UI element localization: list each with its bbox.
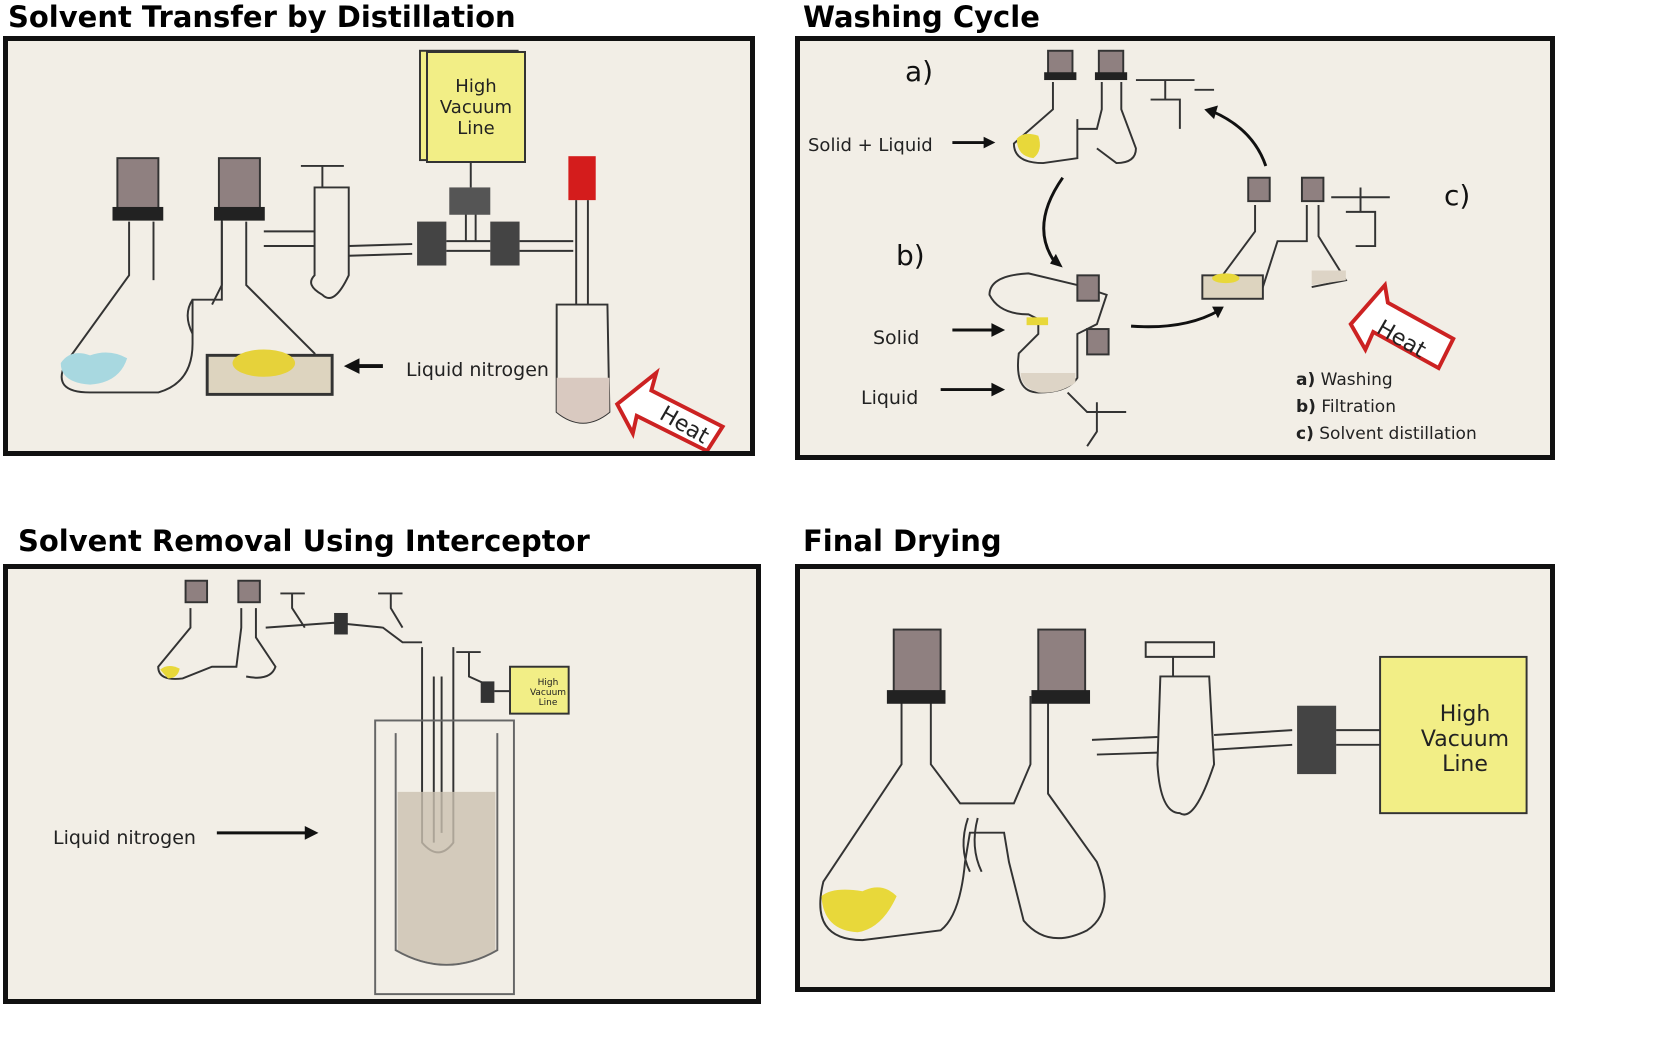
two-neck-flask-large xyxy=(819,695,1106,942)
step-label-c: c) xyxy=(1444,179,1471,212)
joint-clamp-1 xyxy=(417,221,447,266)
stopper-2 xyxy=(1037,628,1087,694)
arrow-b-to-c xyxy=(1130,309,1220,329)
legend-item-washing: a) Washing xyxy=(1296,370,1393,390)
solvent-liquid xyxy=(60,352,128,385)
panel-title-solvent-transfer: Solvent Transfer by Distillation xyxy=(8,0,516,34)
dewar-cylinder xyxy=(374,719,515,996)
arrow-c-to-a xyxy=(1211,109,1268,167)
flask-a xyxy=(1012,49,1215,165)
heat-arrow-c xyxy=(1348,280,1456,371)
residue xyxy=(160,665,180,679)
apparatus-diagram-final-drying xyxy=(819,628,1528,942)
panel-title-washing-cycle: Washing Cycle xyxy=(803,0,1040,34)
liquid-label: Liquid xyxy=(861,387,919,409)
dry-solid xyxy=(821,887,897,933)
apparatus-diagram-interceptor xyxy=(157,579,570,996)
heat-arrow xyxy=(614,367,726,451)
high-vacuum-line-box-large xyxy=(1379,655,1528,815)
legend-item-filtration: b) Filtration xyxy=(1296,397,1396,417)
panel-title-final-drying: Final Drying xyxy=(803,524,1002,558)
stopper-1 xyxy=(892,628,942,694)
stopcock xyxy=(263,164,350,299)
solid-on-frit xyxy=(1026,317,1049,326)
panel-title-solvent-removal: Solvent Removal Using Interceptor xyxy=(18,524,590,558)
red-cap xyxy=(568,156,596,201)
stopper-right xyxy=(217,157,261,210)
clamp-right xyxy=(214,206,265,221)
clamp-left xyxy=(112,206,164,221)
stopcock-large xyxy=(1091,641,1293,816)
solid-liquid-label: Solid + Liquid xyxy=(808,135,933,156)
filtration-b xyxy=(988,272,1127,447)
stopper-left xyxy=(116,157,160,210)
solvent-in-reservoir xyxy=(556,377,610,423)
filtered-liquid xyxy=(1020,372,1076,393)
panel-washing-cycle: a) b) c) Solid + Liquid Solid Liquid Hea… xyxy=(795,36,1555,460)
arrow-a-to-b xyxy=(1042,176,1064,265)
joint-clamp-2 xyxy=(490,221,520,266)
vacuum-joint xyxy=(1297,705,1337,775)
step-label-a: a) xyxy=(905,55,934,88)
flask-c xyxy=(1217,176,1390,289)
apparatus-diagram-washing xyxy=(940,49,1456,447)
liquid-nitrogen-fill xyxy=(397,791,496,964)
legend-item-distillation: c) Solvent distillation xyxy=(1296,424,1477,444)
legend: a) Washing b) Filtration c) Solvent dist… xyxy=(1296,367,1477,448)
solid-label: Solid xyxy=(873,327,920,349)
arrow-liquid-nitrogen xyxy=(304,826,319,840)
high-vacuum-line-box-small xyxy=(509,665,570,715)
step-label-b: b) xyxy=(896,239,925,272)
apparatus-diagram-distillation xyxy=(60,49,726,451)
condensed-solvent xyxy=(232,349,296,377)
liquid-nitrogen-label: Liquid nitrogen xyxy=(406,359,549,381)
vacuum-connector xyxy=(449,187,491,215)
solid-liquid-a xyxy=(1016,133,1040,159)
liquid-nitrogen-label-3: Liquid nitrogen xyxy=(53,827,196,849)
